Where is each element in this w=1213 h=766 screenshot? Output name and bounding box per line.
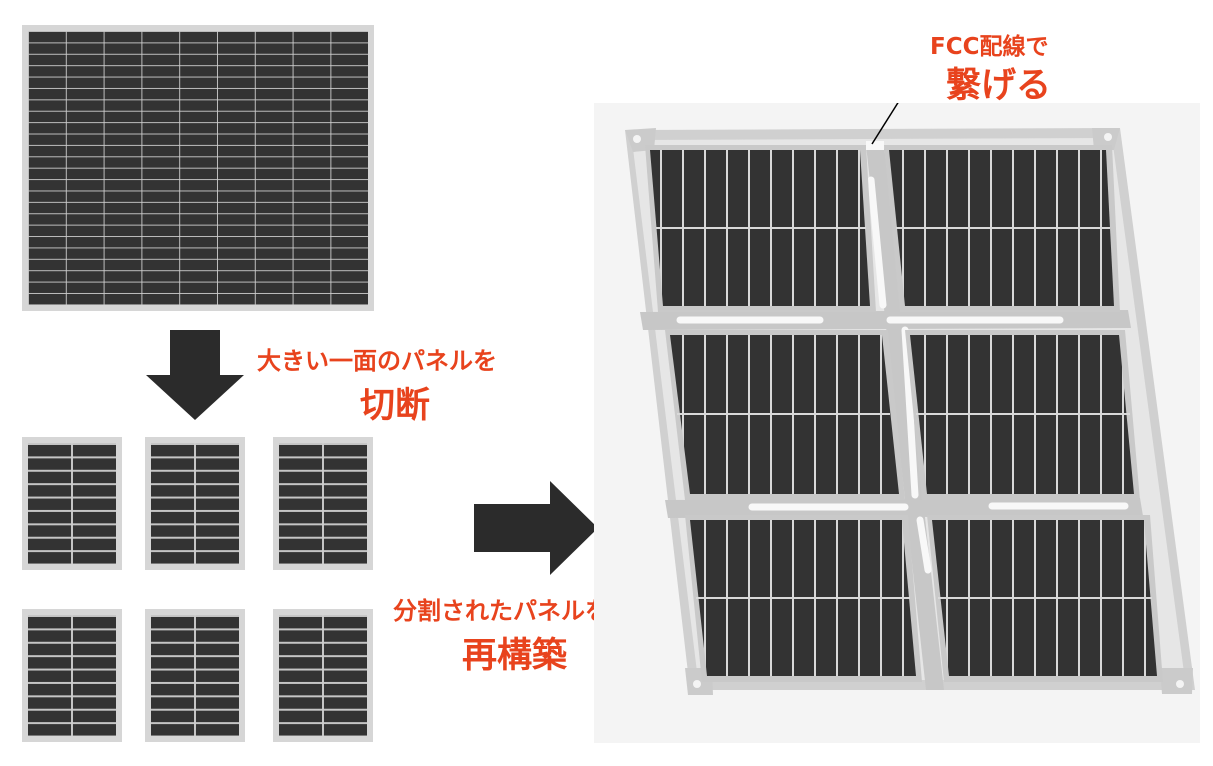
mount-tab xyxy=(1160,668,1193,694)
assembled-panel-2 xyxy=(884,145,1120,312)
rebuild-label-line2: 再構築 xyxy=(462,636,568,676)
assembled-panel-1 xyxy=(645,145,876,312)
fcc-label-line1: FCC配線で xyxy=(930,34,1049,60)
small-panel-4 xyxy=(22,609,122,742)
small-panel-2 xyxy=(145,437,245,570)
mount-tab xyxy=(1092,128,1120,150)
assembled-panel-5 xyxy=(685,515,922,682)
assembled-panel-3 xyxy=(665,330,905,500)
small-panel-5 xyxy=(145,609,245,742)
fcc-label-line2: 繋げる xyxy=(946,66,1052,106)
fcc-wiring xyxy=(676,176,1129,574)
cut-label-line1: 大きい一面のパネルを xyxy=(257,347,497,375)
rebuild-label-line1: 分割されたパネルを xyxy=(393,597,609,625)
arrow-down-icon xyxy=(146,330,244,420)
large-solar-panel xyxy=(22,25,374,311)
small-panel-cells xyxy=(151,443,239,564)
small-panel-3 xyxy=(273,437,373,570)
small-panel-cells xyxy=(28,615,116,736)
arrow-right-icon xyxy=(474,481,598,575)
small-panel-cells xyxy=(279,443,367,564)
assembled-panel-6 xyxy=(927,515,1163,682)
large-panel-cells xyxy=(28,31,368,305)
fcc-connector xyxy=(866,141,884,150)
small-panel-cells xyxy=(151,615,239,736)
assembled-panel-4 xyxy=(905,330,1140,500)
small-panel-6 xyxy=(273,609,373,742)
small-panel-1 xyxy=(22,437,122,570)
assembled-solar-panel xyxy=(625,103,1195,695)
callout xyxy=(871,103,899,145)
small-panel-cells xyxy=(279,615,367,736)
cut-label-line2: 切断 xyxy=(360,386,431,426)
small-panel-cells xyxy=(28,443,116,564)
